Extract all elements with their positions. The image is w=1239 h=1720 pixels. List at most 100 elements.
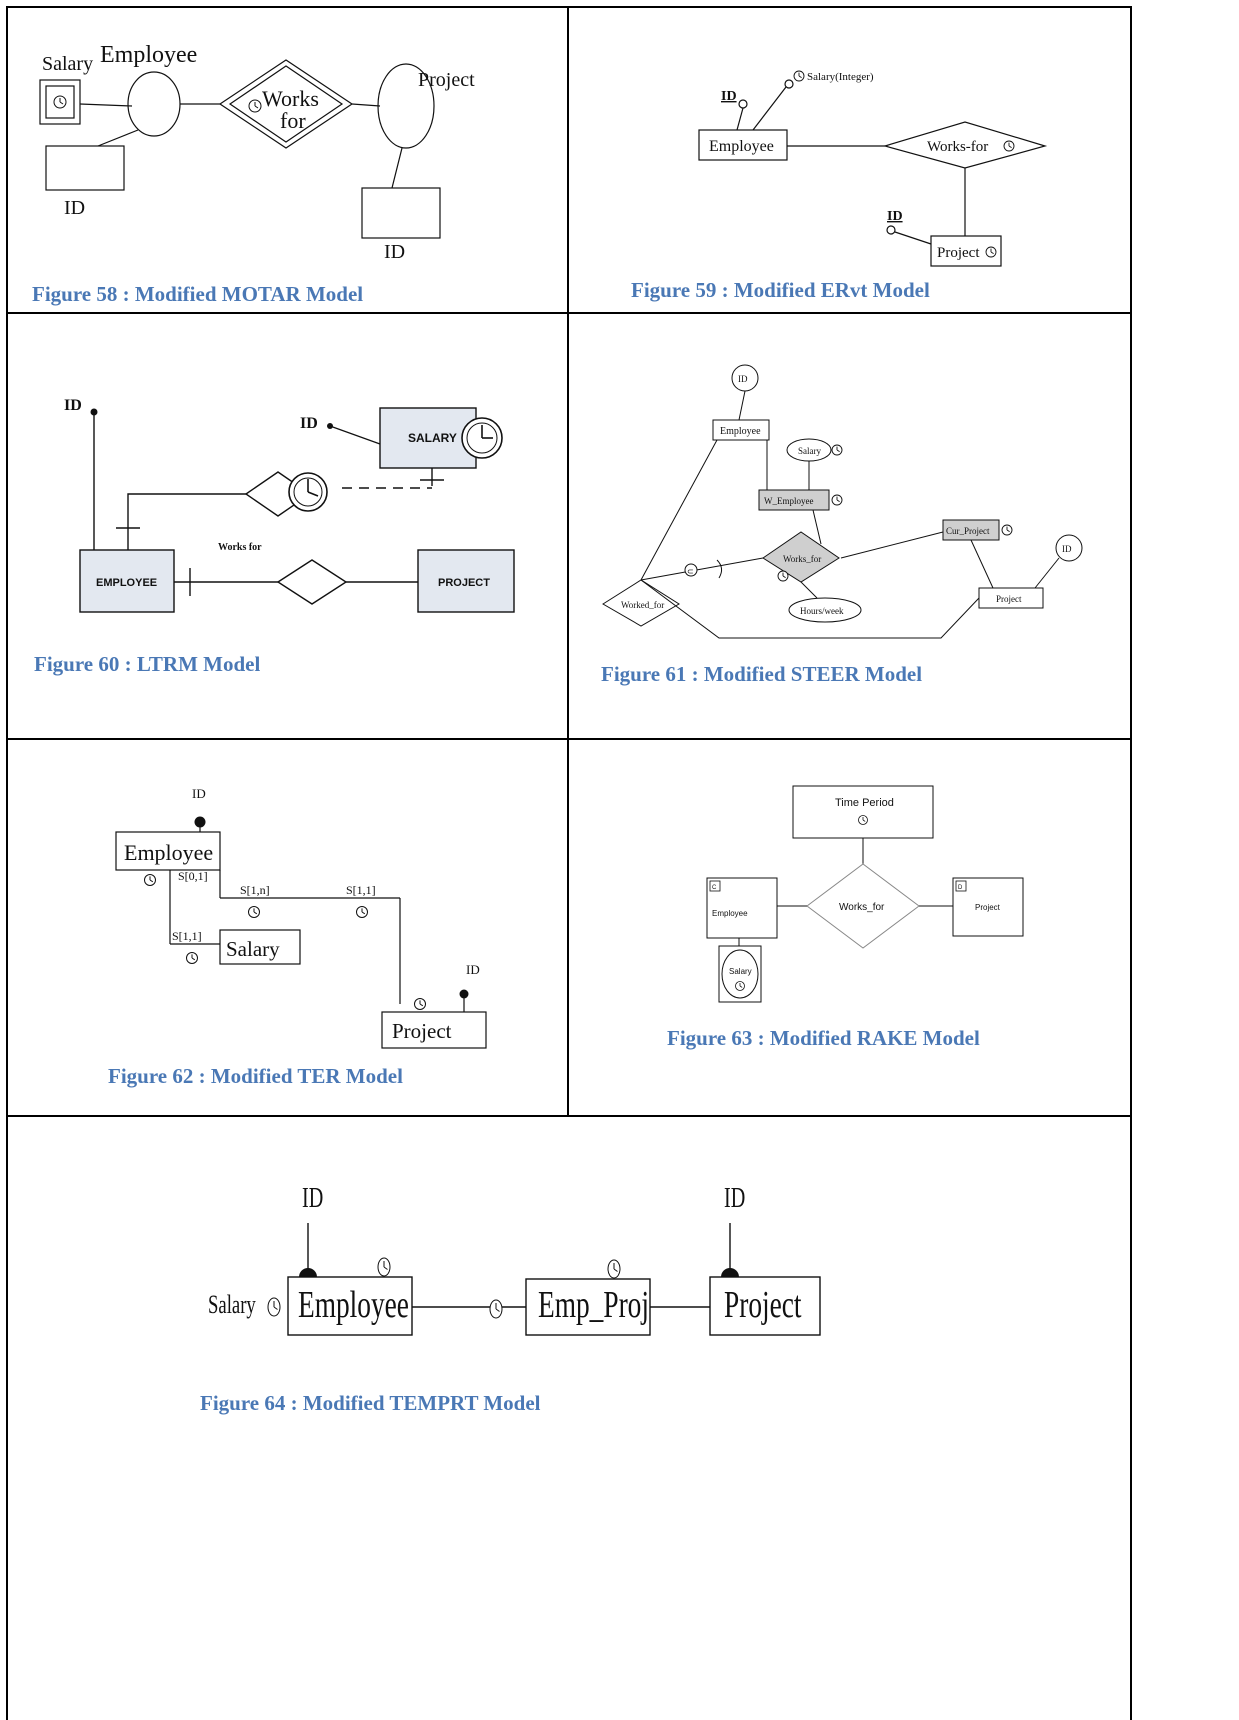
figure-59-caption: Figure 59 : Modified ERvt Model — [631, 278, 930, 302]
project-label: Project — [392, 1019, 452, 1043]
employee-entity — [79, 549, 175, 613]
project-entity — [377, 63, 435, 149]
employee-label: Employee — [298, 1284, 409, 1326]
salary-attribute-label: Salary(Integer) — [807, 71, 874, 83]
clock-icon — [831, 444, 843, 456]
project-id-label: ID — [384, 241, 405, 263]
employee-entity — [712, 419, 770, 441]
employee-label: Employee — [709, 138, 774, 155]
employee-id-label: ID — [64, 397, 82, 414]
project-label: Project — [724, 1284, 802, 1326]
project-entity — [381, 1011, 487, 1049]
employee-tag: C — [712, 885, 717, 891]
project-entity — [709, 1276, 821, 1336]
works-for-label: Works for — [218, 542, 262, 553]
project-label: PROJECT — [438, 577, 490, 589]
clock-icon — [377, 1257, 391, 1277]
salary-label: Salary — [226, 937, 280, 961]
emp-proj-entity — [525, 1278, 651, 1336]
project-tag: D — [958, 885, 963, 891]
clock-icon — [414, 998, 426, 1010]
salary-label: Salary — [798, 446, 821, 456]
salary-attribute — [721, 949, 759, 999]
figure-60-caption: Figure 60 : LTRM Model — [34, 652, 261, 676]
clock-icon — [489, 1299, 503, 1319]
works-for-label: Works-for — [927, 139, 988, 155]
works-for-label: Works_for — [783, 554, 821, 564]
project-label: Project — [975, 903, 1001, 912]
subset-label: ⊂ — [687, 567, 694, 576]
clock-icon — [356, 906, 368, 918]
works-for-label: Works_for — [839, 902, 885, 913]
clock-icon — [248, 99, 262, 113]
time-period-entity — [792, 785, 934, 839]
project-label: Project — [418, 69, 475, 91]
subset-circle — [684, 563, 698, 577]
ltrm-diagram: ID ID SALARY Works for EMPLOYEE PROJECT — [64, 397, 515, 613]
column-divider — [567, 6, 569, 1117]
salary-entity — [379, 407, 477, 469]
works-for-relationship — [276, 559, 348, 605]
clock-icon — [607, 1259, 621, 1279]
salary-label: Salary — [208, 1290, 256, 1319]
employee-id-label: ID — [738, 374, 748, 384]
clock-icon — [831, 494, 843, 506]
employee-entity — [115, 831, 221, 871]
for-label: for — [280, 108, 306, 133]
works-for-relationship — [882, 121, 1048, 169]
clock-icon — [267, 1297, 281, 1317]
id-attribute — [1055, 534, 1083, 562]
employee-label: Employee — [720, 426, 761, 437]
clock-icon — [793, 70, 805, 82]
employee-id-label: ID — [192, 786, 206, 801]
ervt-diagram: ID Salary(Integer) Employee Works-for ID… — [698, 70, 1048, 267]
time-period-label: Time Period — [835, 797, 894, 809]
employee-id-label: ID — [302, 1183, 323, 1214]
salary-attribute-outer — [39, 79, 81, 125]
worked-for-relationship — [602, 579, 680, 627]
w-employee-label: W_Employee — [764, 496, 813, 506]
figure-61-cell: ID Employee Salary W_Employee Cur_Projec… — [569, 314, 1130, 738]
steer-diagram: ID Employee Salary W_Employee Cur_Projec… — [602, 364, 1083, 639]
clock-icon — [777, 570, 789, 582]
employee-label: Employee — [100, 42, 197, 68]
employee-id-label: ID — [721, 89, 737, 104]
row-divider-1 — [6, 312, 1132, 314]
figure-58-caption: Figure 58 : Modified MOTAR Model — [32, 282, 364, 306]
hours-week-label: Hours/week — [800, 606, 844, 616]
clock-icon — [1003, 140, 1015, 152]
figure-62-cell: ID Employee S[0,1] S[1,n] S[1,1] S[1,1] … — [8, 740, 567, 1115]
worked-for-label: Worked_for — [621, 600, 664, 610]
s11-salary-label: S[1,1] — [172, 929, 202, 943]
salary-attribute — [784, 79, 794, 89]
cur-project-label: Cur_Project — [946, 526, 990, 536]
employee-id-label: ID — [64, 197, 85, 219]
temprt-diagram: ID Employee Salary Emp_Proj ID Project — [208, 1183, 821, 1336]
figure-62-caption: Figure 62 : Modified TER Model — [108, 1064, 403, 1088]
clock-icon — [144, 874, 156, 886]
project-entity — [417, 549, 515, 613]
s01-label: S[0,1] — [178, 869, 208, 883]
employee-label: EMPLOYEE — [96, 577, 157, 589]
figure-58-cell: Salary Employee ID Works for Project ID … — [8, 8, 567, 312]
row-divider-2 — [6, 738, 1132, 740]
figure-61-caption: Figure 61 : Modified STEER Model — [601, 662, 923, 686]
works-for-relationship — [762, 531, 840, 583]
employee-entity — [287, 1276, 413, 1336]
project-tag-box — [955, 880, 967, 892]
clock-icon — [858, 815, 868, 825]
motar-diagram: Salary Employee ID Works for Project ID — [39, 42, 475, 263]
employee-entity — [127, 71, 181, 137]
figure-59-cell: ID Salary(Integer) Employee Works-for ID… — [569, 8, 1130, 312]
employee-label: Employee — [124, 840, 213, 865]
figure-63-cell: Time Period Works_for C Employee D Proje… — [569, 740, 1130, 1115]
project-id-label: ID — [466, 962, 480, 977]
table-border-right — [1130, 6, 1132, 1720]
clock-icon — [186, 952, 198, 964]
employee-entity — [698, 129, 788, 161]
row-divider-3 — [6, 1115, 1132, 1117]
clock-icon — [1001, 524, 1013, 536]
project-label: Project — [937, 245, 980, 261]
employee-tag-box — [709, 880, 721, 892]
works-label: Works — [262, 86, 319, 111]
